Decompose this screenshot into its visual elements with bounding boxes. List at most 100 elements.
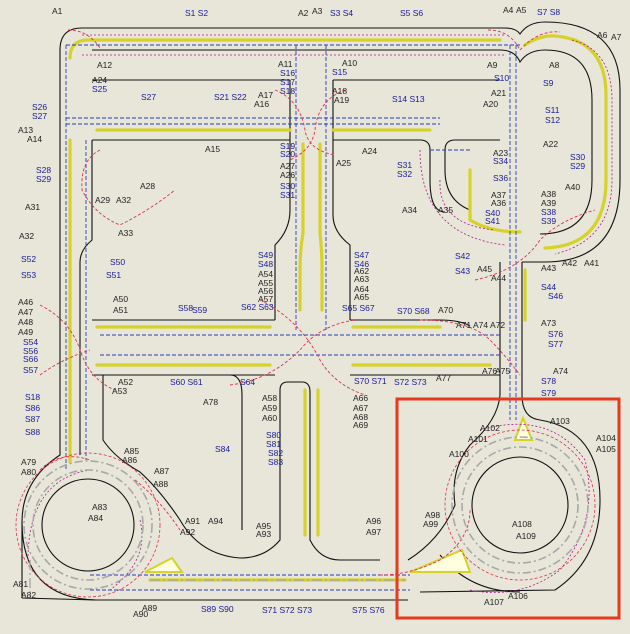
label-a19: A19 [334,95,349,105]
label-s18: S18 [25,392,40,402]
label-a93: A93 [256,529,271,539]
label-a77: A77 [436,373,451,383]
label-a78: A78 [203,397,218,407]
label-a92: A92 [180,527,195,537]
label-s10: S10 [494,73,509,83]
label-a42: A42 [562,258,577,268]
label-a10: A10 [342,58,357,68]
roundabout-west [15,452,161,598]
label-s19: S19 [280,141,295,151]
label-a66: A66 [353,393,368,403]
label-s88: S88 [25,427,40,437]
vehicle-paths [27,34,613,593]
label-s59: S59 [192,305,207,315]
label-a71-a74-a72: A71 A74 A72 [456,320,505,330]
label-a89: A89 [142,603,157,613]
label-a24: A24 [92,75,107,85]
label-s12: S12 [545,115,560,125]
label-a83: A83 [92,502,107,512]
label-a55: A55 [258,278,273,288]
label-a3: A3 [312,6,323,16]
label-s62-s63: S62 S63 [241,302,274,312]
label-s5-s6: S5 S6 [400,8,423,18]
label-a101: A101 [468,434,488,444]
label-a52: A52 [118,377,133,387]
label-s43: S43 [455,266,470,276]
label-a20: A20 [483,99,498,109]
label-a54: A54 [258,269,273,279]
label-a13: A13 [18,125,33,135]
label-a8: A8 [549,60,560,70]
label-s21-s22: S21 S22 [214,92,247,102]
label-a29: A29 [95,195,110,205]
label-a104: A104 [596,433,616,443]
label-a74: A74 [553,366,568,376]
label-a4: A4 [503,5,514,15]
label-a56: A56 [258,286,273,296]
label-a57: A57 [258,294,273,304]
label-s81: S81 [266,439,281,449]
label-a40: A40 [565,182,580,192]
label-s27: S27 [32,111,47,121]
label-a27: A27 [280,161,295,171]
label-s46: S46 [548,291,563,301]
label-a108: A108 [512,519,532,529]
label-s18: S18 [280,86,295,96]
label-a25: A25 [336,158,351,168]
label-a103: A103 [550,416,570,426]
label-s76: S76 [548,329,563,339]
label-a28: A28 [140,181,155,191]
label-s52: S52 [21,254,36,264]
label-s54: S54 [23,337,38,347]
label-a32: A32 [19,231,34,241]
label-a76: A76 [482,366,497,376]
label-s20: S20 [280,149,295,159]
label-a43: A43 [541,263,556,273]
label-s32: S32 [397,169,412,179]
label-s30: S30 [280,181,295,191]
label-s49: S49 [258,250,273,260]
label-s42: S42 [455,251,470,261]
label-s77: S77 [548,339,563,349]
label-s70-s71: S70 S71 [354,376,387,386]
label-s46: S46 [354,259,369,269]
label-a80: A80 [21,467,36,477]
label-s57: S57 [23,365,38,375]
label-a6: A6 [597,30,608,40]
label-s56: S56 [23,346,38,356]
label-a67: A67 [353,403,368,413]
label-s15: S15 [332,67,347,77]
label-a36: A36 [491,198,506,208]
label-s26: S26 [32,102,47,112]
label-a107: A107 [484,597,504,607]
label-a1: A1 [52,6,63,16]
label-a5: A5 [516,5,527,15]
label-a95: A95 [256,521,271,531]
road-edges [21,21,621,601]
label-a94: A94 [208,516,223,526]
label-s84: S84 [215,444,230,454]
label-a58: A58 [262,393,277,403]
label-s87: S87 [25,414,40,424]
label-s25: S25 [92,84,107,94]
selection-highlight[interactable] [395,397,621,620]
label-a96: A96 [366,516,381,526]
label-s31: S31 [280,190,295,200]
label-s27: S27 [141,92,156,102]
label-a65: A65 [354,292,369,302]
label-s64: S64 [240,377,255,387]
label-a31: A31 [25,202,40,212]
label-s71-s72-s73: S71 S72 S73 [262,605,312,615]
label-s34: S34 [493,156,508,166]
dimension-lines [65,44,520,591]
label-a91: A91 [185,516,200,526]
roundabout-east [444,429,596,581]
label-a39: A39 [541,198,556,208]
label-a81: A81 [13,579,28,589]
road-axes [29,560,405,598]
label-s78: S78 [541,376,556,386]
label-s7-s8: S7 S8 [537,7,560,17]
label-s66: S66 [23,354,38,364]
label-a62: A62 [354,266,369,276]
